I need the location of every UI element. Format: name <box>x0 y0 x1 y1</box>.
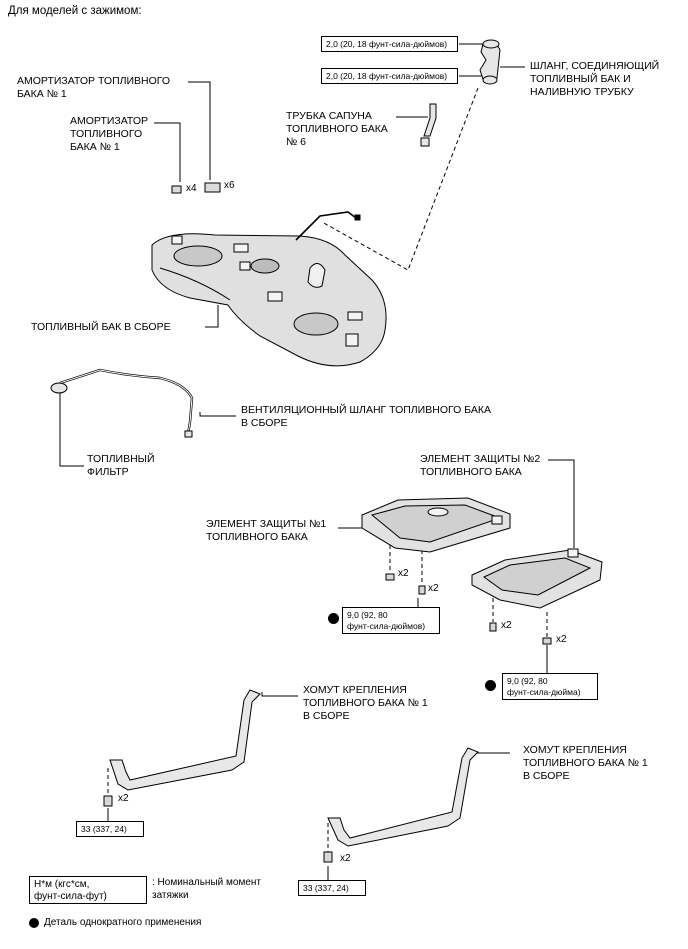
torque-protector-2: 9,0 (92, 80 фунт-сила-дюйма) <box>502 673 598 700</box>
leader-vent-hose <box>199 412 236 417</box>
torque-protector-1: 9,0 (92, 80 фунт-сила-дюймов) <box>342 607 440 634</box>
single-use-mark-p1 <box>328 613 339 624</box>
leader-absorber-1 <box>188 81 211 180</box>
label-absorber-2: АМОРТИЗАТОР ТОПЛИВНОГО БАКА № 1 <box>70 115 149 153</box>
label-protector-2: ЭЛЕМЕНТ ЗАЩИТЫ №2 ТОПЛИВНОГО БАКА <box>420 453 541 478</box>
leader-absorber-2 <box>154 122 181 182</box>
fuel-filter-part <box>50 382 68 394</box>
vent-hose-end <box>184 430 193 438</box>
label-protector-1: ЭЛЕМЕНТ ЗАЩИТЫ №1 ТОПЛИВНОГО БАКА <box>206 518 327 543</box>
bolt-b2 <box>323 851 333 863</box>
count-protector-2-b: x2 <box>556 634 567 645</box>
label-breather-tube: ТРУБКА САПУНА ТОПЛИВНОГО БАКА № 6 <box>286 110 388 148</box>
bolt-p1-a <box>385 573 395 581</box>
count-band-1: x2 <box>118 793 129 804</box>
torque-band-1: 33 (337, 24) <box>76 821 144 837</box>
band-2-part <box>327 747 479 847</box>
bolt-p2-a <box>489 622 497 632</box>
protector-2-part <box>471 548 603 609</box>
diagram-heading: Для моделей с зажимом: <box>8 5 142 17</box>
label-absorber-1: АМОРТИЗАТОР ТОПЛИВНОГО БАКА № 1 <box>17 75 171 100</box>
torque-hose-top: 2,0 (20, 18 фунт-сила-дюймов) <box>321 36 458 52</box>
count-absorber-large: x6 <box>224 180 235 191</box>
leader-tank-assy <box>205 305 219 328</box>
fuel-tank-part <box>151 211 387 367</box>
label-fuel-filter: ТОПЛИВНЫЙ ФИЛЬТР <box>87 453 155 478</box>
leader-fuel-filter <box>59 392 84 467</box>
label-tank-assy: ТОПЛИВНЫЙ БАК В СБОРЕ <box>31 321 171 333</box>
leader-band-1 <box>261 692 298 697</box>
torque-hose-bottom: 2,0 (20, 18 фунт-сила-дюймов) <box>321 68 458 84</box>
filler-hose-part <box>479 39 501 85</box>
count-protector-1-b: x2 <box>428 583 439 594</box>
label-band-2: ХОМУТ КРЕПЛЕНИЯ ТОПЛИВНОГО БАКА № 1 В СБ… <box>523 744 648 782</box>
bolt-b1 <box>103 795 113 807</box>
vent-hose-part <box>59 368 194 435</box>
legend-unit-text: : Номинальный момент затяжки <box>152 877 261 901</box>
count-absorber-small: x4 <box>186 183 197 194</box>
label-filler-hose: ШЛАНГ, СОЕДИНЯЮЩИЙ ТОПЛИВНЫЙ БАК И НАЛИВ… <box>530 60 660 98</box>
band-1-part <box>109 689 261 791</box>
absorber-large-part <box>204 182 221 193</box>
legend-single-use-text: Деталь однократного применения <box>44 917 202 928</box>
label-band-1: ХОМУТ КРЕПЛЕНИЯ ТОПЛИВНОГО БАКА № 1 В СБ… <box>303 684 428 722</box>
protector-1-part <box>361 497 511 553</box>
leader-protector-2 <box>548 459 575 548</box>
count-band-2: x2 <box>340 853 351 864</box>
dashed-hose-line <box>321 87 479 271</box>
legend-single-use-dot <box>29 918 39 928</box>
bolt-p1-b <box>418 585 426 595</box>
legend-unit-box: Н*м (кгс*см, фунт-сила-фут) <box>29 876 147 904</box>
torque-band-2: 33 (337, 24) <box>298 880 366 896</box>
label-vent-hose: ВЕНТИЛЯЦИОННЫЙ ШЛАНГ ТОПЛИВНОГО БАКА В С… <box>241 404 491 429</box>
count-protector-2-a: x2 <box>501 620 512 631</box>
single-use-mark-p2 <box>485 680 496 691</box>
absorber-small-part <box>171 185 182 194</box>
breather-tube-part <box>420 103 437 147</box>
count-protector-1-a: x2 <box>398 568 409 579</box>
bolt-p2-b <box>542 637 552 645</box>
